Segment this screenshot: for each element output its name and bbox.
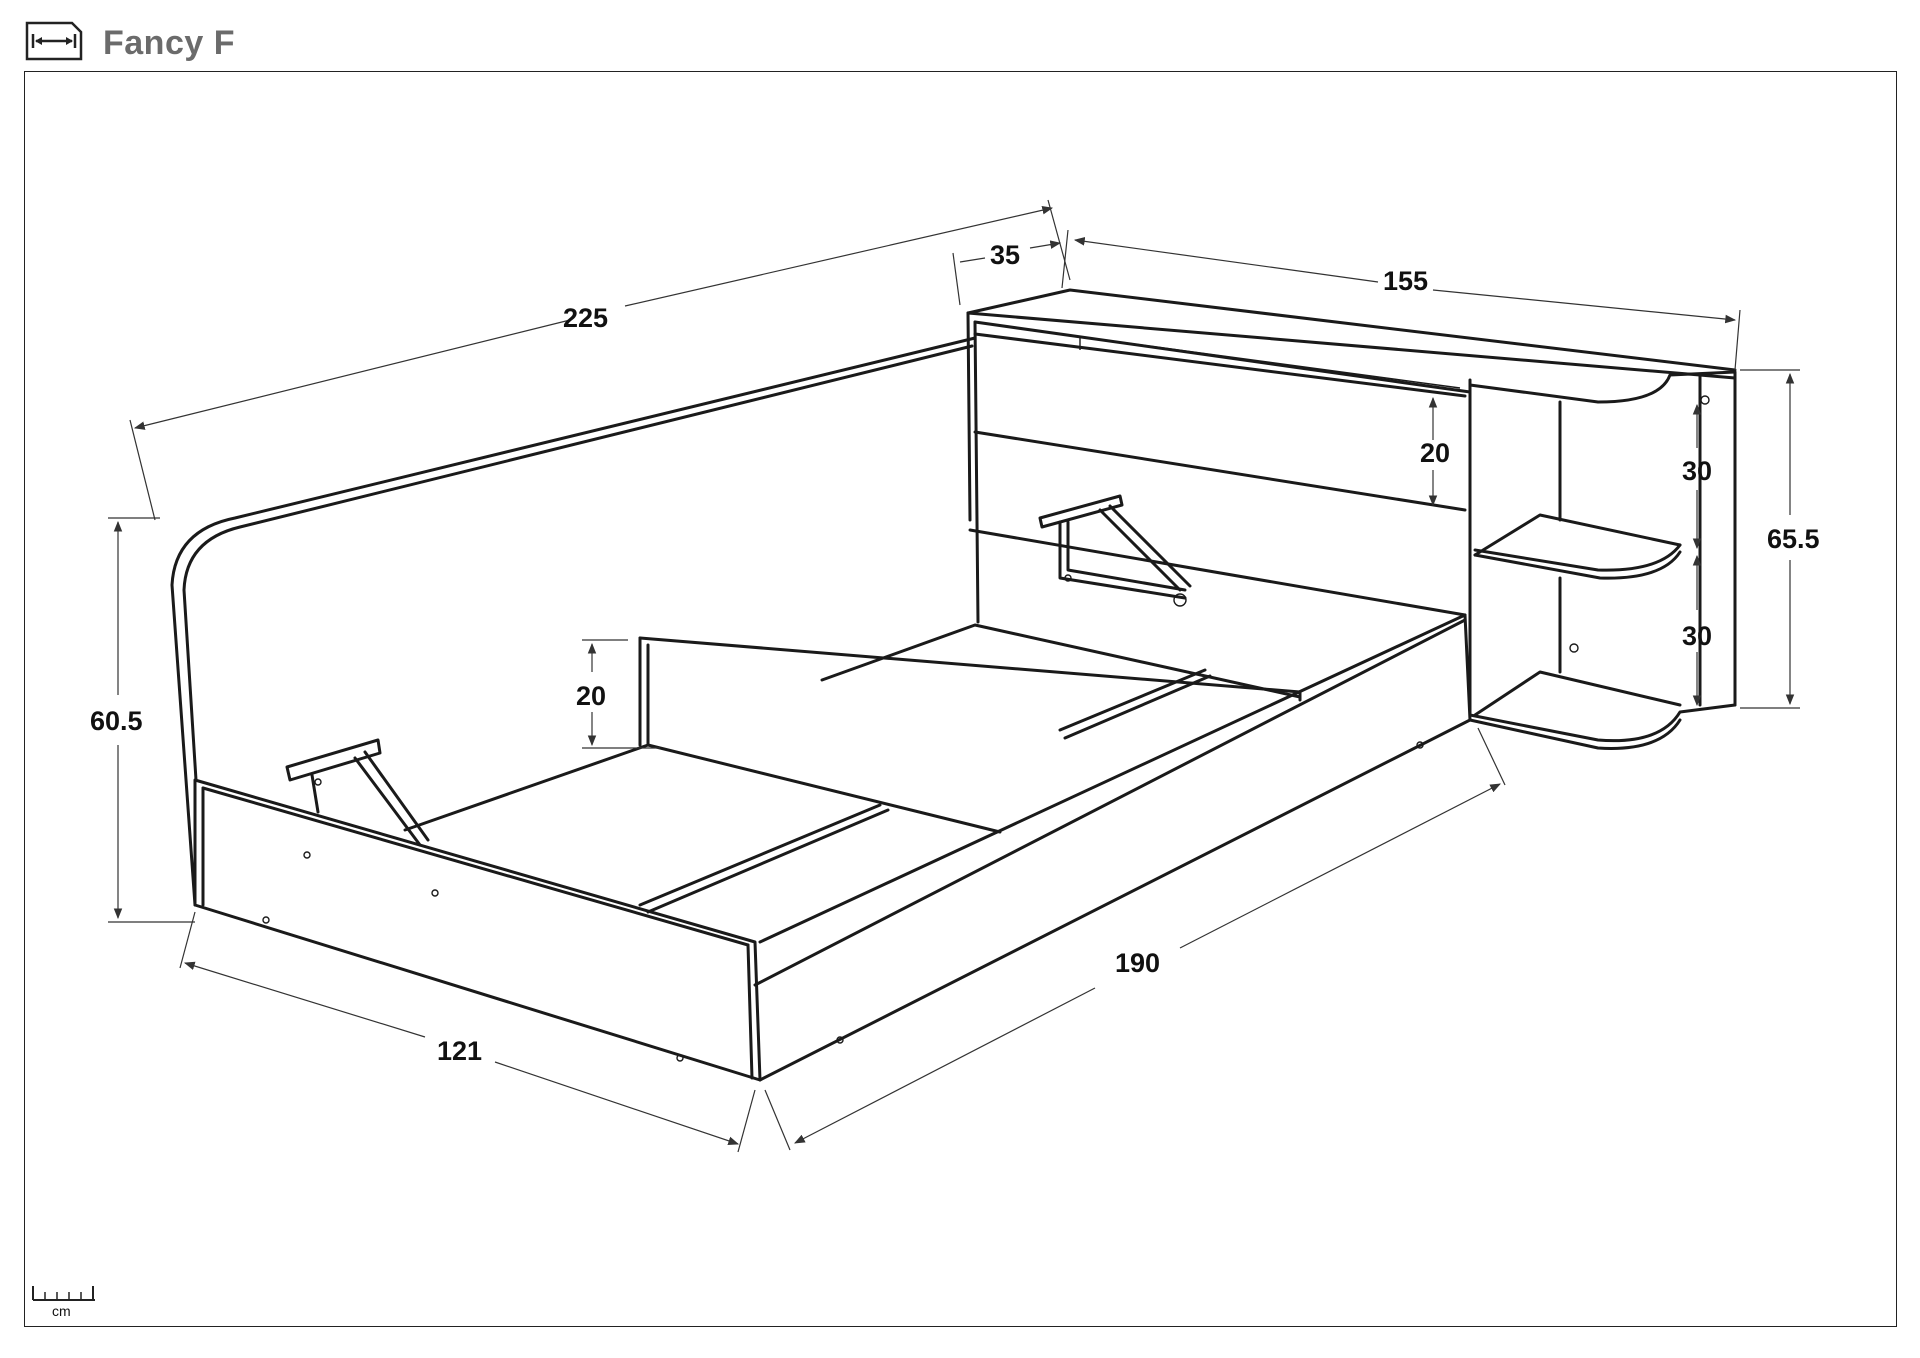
dimension-35: 35 bbox=[952, 229, 1069, 306]
gas-lift-left bbox=[285, 738, 430, 847]
dimension-side-height: 60.5 bbox=[90, 706, 143, 736]
drawing-frame bbox=[24, 71, 1897, 1327]
bed-outline bbox=[170, 288, 1737, 1082]
page-title: Fancy F bbox=[103, 24, 235, 62]
dimension-headboard-width: 155 bbox=[1383, 266, 1428, 296]
dimension-bed-length: 190 bbox=[1115, 948, 1160, 978]
dimension-headboard-depth: 35 bbox=[990, 240, 1020, 270]
dimension-20-inner: 20 bbox=[576, 639, 660, 749]
dimension-65-5: 65.5 bbox=[1740, 369, 1820, 709]
dimension-60-5: 60.5 bbox=[90, 517, 195, 923]
width-dimension-icon bbox=[24, 20, 84, 62]
dimension-bed-width: 121 bbox=[437, 1036, 482, 1066]
unit-label: cm bbox=[52, 1303, 71, 1319]
dimension-121: 121 bbox=[179, 911, 756, 1153]
dimension-30-upper: 30 bbox=[1682, 403, 1712, 550]
gas-lift-right bbox=[1038, 494, 1192, 607]
dimension-190: 190 bbox=[764, 727, 1506, 1151]
dimension-inner-side-height: 20 bbox=[576, 681, 606, 711]
dimension-225: 225 bbox=[129, 199, 1071, 521]
dimension-total-length: 225 bbox=[563, 303, 608, 333]
ruler-icon bbox=[32, 1286, 95, 1301]
dimension-30-lower: 30 bbox=[1682, 554, 1712, 707]
dimension-headboard-panel-height: 20 bbox=[1420, 438, 1450, 468]
dimension-155: 155 bbox=[1073, 237, 1741, 371]
dimension-shelf-total-height: 65.5 bbox=[1767, 524, 1820, 554]
dimension-20-headboard: 20 bbox=[1420, 396, 1450, 507]
dimension-shelf-upper: 30 bbox=[1682, 456, 1712, 486]
dimension-shelf-lower: 30 bbox=[1682, 621, 1712, 651]
